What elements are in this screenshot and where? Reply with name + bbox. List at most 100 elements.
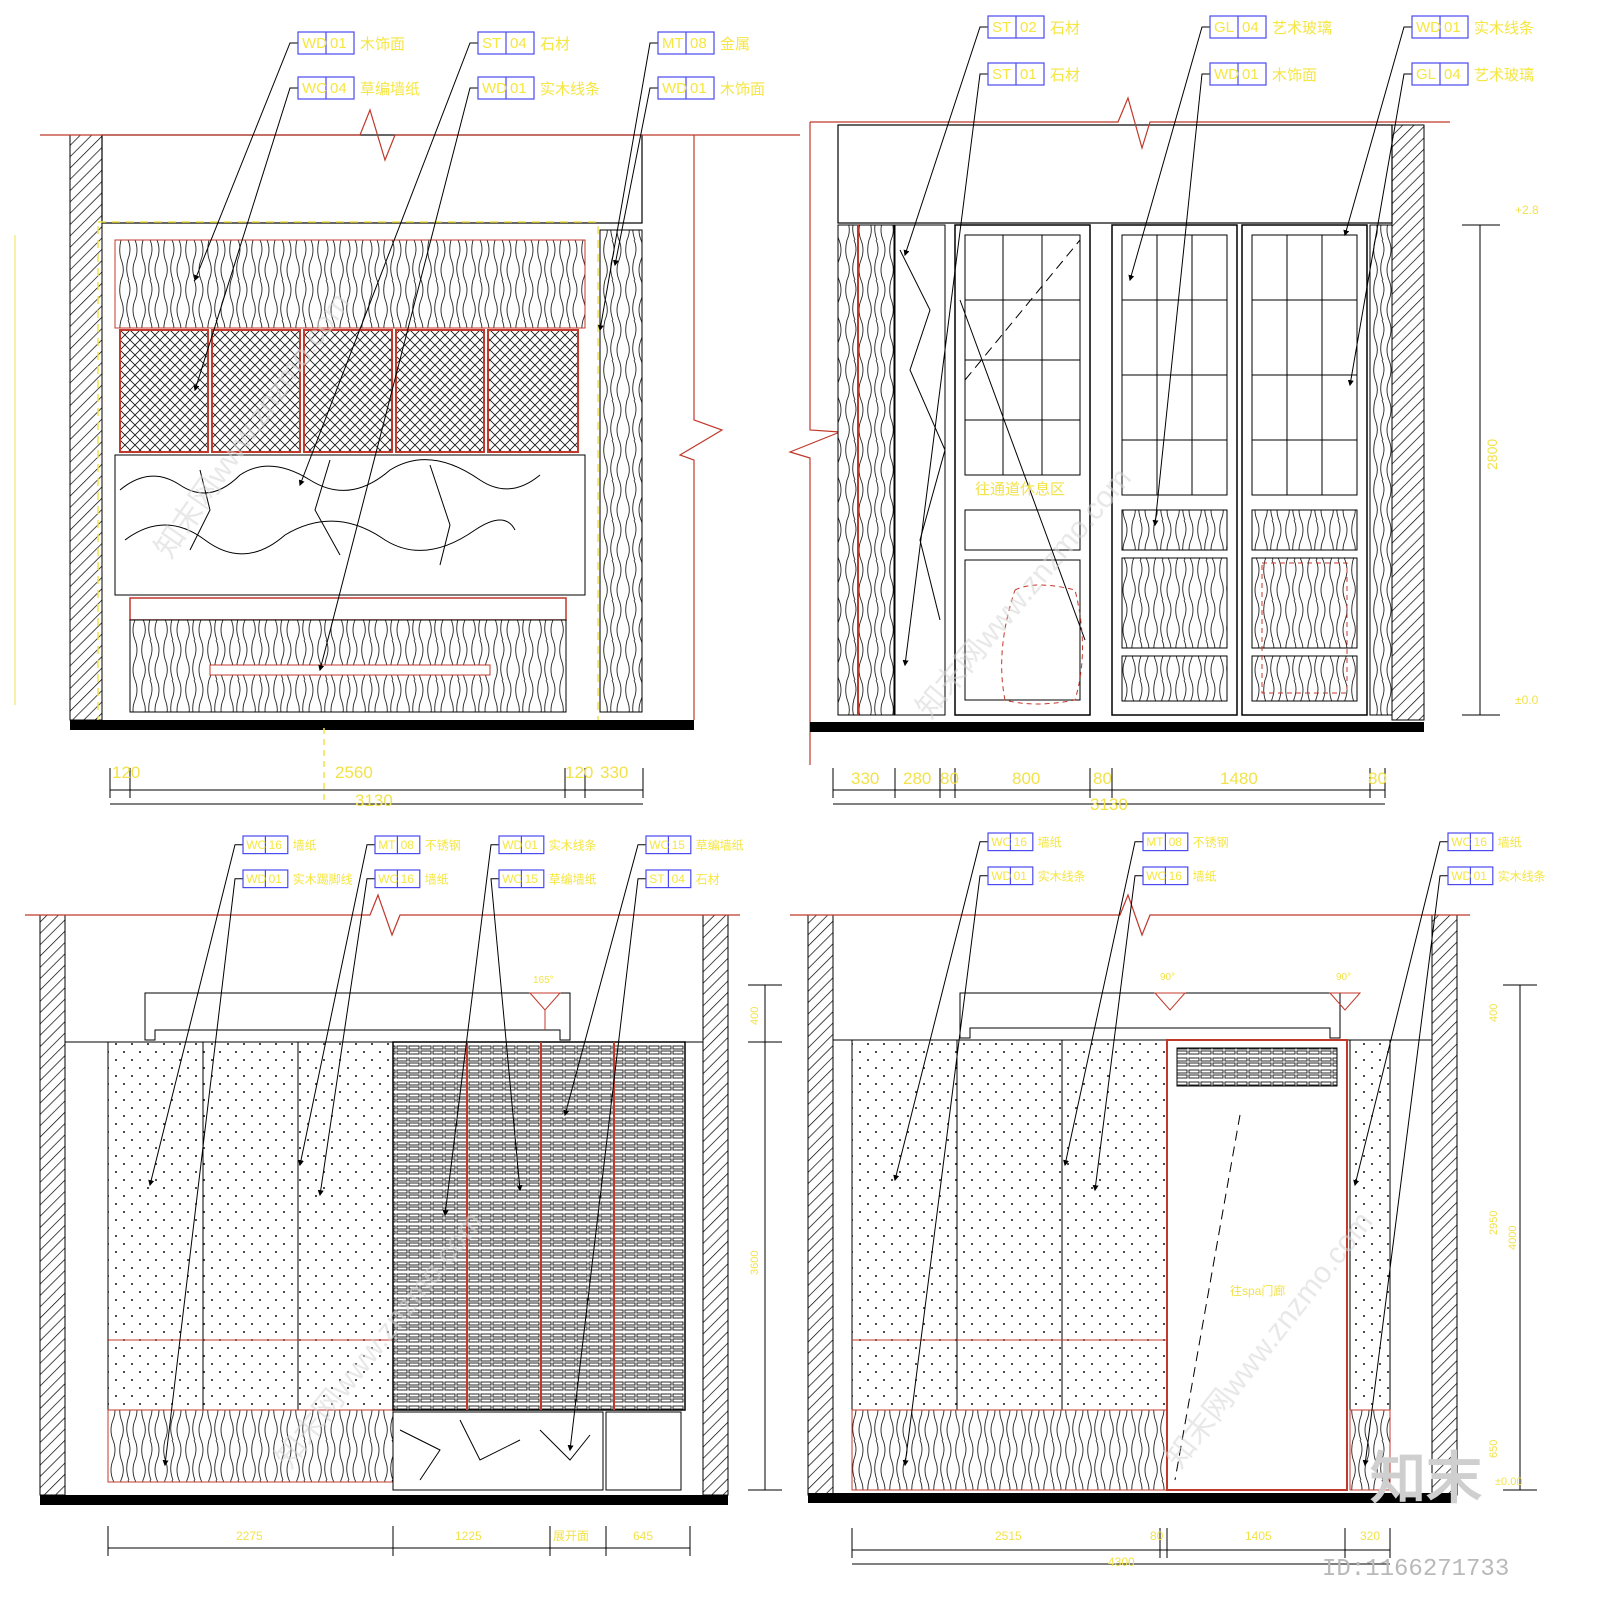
tag-label: 实木线条 xyxy=(1038,869,1086,884)
dimension-total: 3130 xyxy=(1090,795,1128,814)
tag-number: 16 xyxy=(1474,835,1488,849)
ceiling-line xyxy=(837,124,1393,224)
tag-code: WC xyxy=(991,835,1011,849)
height-4000: 4000 xyxy=(1507,1226,1519,1250)
level-000: ±0.00 xyxy=(1495,1476,1522,1488)
tag-number: 08 xyxy=(401,838,415,852)
tag-code: WD xyxy=(502,838,522,852)
tag-label: 石材 xyxy=(696,873,720,887)
tag-number: 04 xyxy=(330,80,347,97)
tag-number: 08 xyxy=(1169,835,1183,849)
tag-code: GL xyxy=(1214,19,1234,36)
tag-code: WD xyxy=(1214,66,1239,83)
dimension-total: 3130 xyxy=(355,791,393,810)
door-swing-icon xyxy=(1153,992,1362,1011)
right-wood-strip xyxy=(1369,224,1393,716)
dimension-value: 1480 xyxy=(1220,769,1258,788)
tag-label: 石材 xyxy=(540,36,570,53)
elevation-top-right xyxy=(788,96,1500,765)
elevation-bottom-left xyxy=(25,893,782,1505)
material-tag: GL 04 艺术玻璃 xyxy=(1209,15,1332,39)
wall-hatch-right xyxy=(1431,914,1458,1496)
height-400-left: 400 xyxy=(749,1007,761,1025)
tag-label: 木饰面 xyxy=(720,81,765,98)
side-cabinet xyxy=(605,1411,682,1491)
tag-number: 01 xyxy=(330,35,347,52)
tag-code: WD xyxy=(1451,869,1471,883)
tag-label: 草编墙纸 xyxy=(549,872,597,887)
brand-logo: 知末 xyxy=(1370,1447,1482,1510)
tag-label: 墙纸 xyxy=(1193,870,1217,884)
tag-number: 01 xyxy=(1020,66,1037,83)
tag-label: 墙纸 xyxy=(425,873,449,887)
tag-label: 石材 xyxy=(1050,20,1080,37)
elevation-top-left xyxy=(14,108,800,805)
tag-label: 不锈钢 xyxy=(425,839,461,853)
level-floor: ±0.0 xyxy=(1515,693,1539,707)
tag-code: WD xyxy=(1416,19,1441,36)
tag-label: 不锈钢 xyxy=(1193,836,1229,850)
tag-code: ST xyxy=(992,66,1011,83)
tag-code: GL xyxy=(1416,66,1436,83)
tag-code: WC xyxy=(649,838,669,852)
upper-wood-panel xyxy=(114,239,586,329)
ceiling-line xyxy=(101,134,643,224)
tag-code: WC xyxy=(378,872,398,886)
dimension-total: 4300 xyxy=(1108,1555,1135,1569)
ceiling-soffit xyxy=(144,992,571,1041)
slat-screen xyxy=(392,1041,686,1411)
dimension-value: 645 xyxy=(633,1529,653,1543)
tag-number: 04 xyxy=(1242,19,1259,36)
wall-hatch-left xyxy=(39,914,66,1496)
tag-code: ST xyxy=(992,19,1011,36)
door-swing-icon xyxy=(528,992,562,1030)
break-line-icon xyxy=(40,108,800,162)
wall-hatch-left xyxy=(807,914,834,1496)
note-spa: 往spa门廊 xyxy=(1230,1283,1285,1298)
tag-code: WD xyxy=(991,869,1011,883)
tag-number: 15 xyxy=(525,872,539,886)
tag-number: 01 xyxy=(1014,869,1028,883)
tag-code: WD xyxy=(482,80,507,97)
tag-code: WC xyxy=(502,872,522,886)
tag-label: 艺术玻璃 xyxy=(1272,20,1332,37)
tag-code: WC xyxy=(302,80,327,97)
lattice-panels xyxy=(119,329,579,453)
note-corridor: 往通道休息区 xyxy=(975,481,1065,498)
arrow-icon xyxy=(903,26,1044,257)
tag-label: 草编墙纸 xyxy=(696,838,744,853)
right-wood-column xyxy=(599,229,643,713)
tag-number: 01 xyxy=(1444,19,1461,36)
tag-label: 实木线条 xyxy=(1498,869,1546,884)
dimension-value: 80 xyxy=(1150,1529,1164,1543)
tag-code: WD xyxy=(246,872,266,886)
tag-label: 墙纸 xyxy=(293,839,317,853)
glass-door-panel xyxy=(954,224,1091,716)
tag-number: 15 xyxy=(672,838,686,852)
dimension-value: 1405 xyxy=(1245,1529,1272,1543)
ceiling-soffit xyxy=(959,992,1341,1039)
height-dim-2800: 2800 xyxy=(1484,439,1500,470)
break-line-icon xyxy=(25,893,740,937)
tag-label: 金属 xyxy=(720,36,750,53)
